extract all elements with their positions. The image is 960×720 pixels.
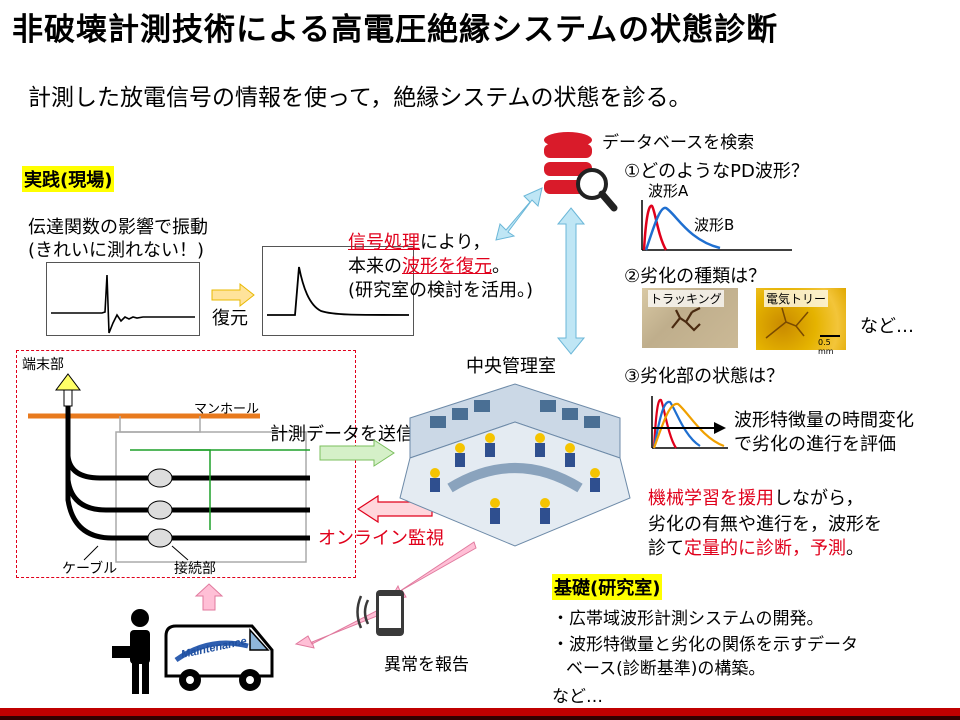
restore-post: 。 bbox=[492, 256, 510, 277]
signal-processing-text: により， bbox=[420, 232, 491, 253]
restore-label: 復元 bbox=[212, 308, 248, 329]
page-subtitle: 計測した放電信号の情報を使って，絶縁システムの状態を診る。 bbox=[28, 85, 692, 111]
basic-item-1: ・広帯域波形計測システムの開発。 bbox=[552, 609, 824, 629]
restored-waveform-line bbox=[267, 266, 410, 316]
feature-blue-curve bbox=[652, 400, 701, 449]
tracking-photo: トラッキング bbox=[642, 288, 738, 348]
practice-label: 実践(現場) bbox=[22, 166, 115, 192]
ml-keyword: 機械学習を援用 bbox=[648, 488, 774, 509]
joint-label: 接続部 bbox=[174, 561, 216, 577]
ml-line-1-post: しながら， bbox=[774, 488, 864, 509]
feature-text-1: 波形特徴量の時間変化 bbox=[734, 410, 914, 431]
manhole-label: マンホール bbox=[194, 402, 260, 417]
control-room-illustration bbox=[399, 383, 631, 547]
wave-a-label: 波形A bbox=[648, 182, 689, 200]
terminal-icon bbox=[55, 373, 81, 391]
wave-b-label: 波形B bbox=[694, 216, 735, 234]
ml-line-3-keyword: 定量的に診断，予測 bbox=[684, 538, 846, 559]
vibration-text-1: 伝達関数の影響で振動 bbox=[28, 217, 208, 238]
signal-processing-keyword: 信号処理 bbox=[348, 232, 420, 253]
feature-waveform-chart bbox=[651, 396, 728, 449]
online-monitor-label: オンライン監視 bbox=[318, 528, 444, 549]
raw-waveform-plot bbox=[51, 274, 195, 334]
question-3: ③劣化部の状態は？ bbox=[624, 366, 785, 387]
signal-processing-line-3: (研究室の検討を活用。) bbox=[348, 280, 534, 301]
tree-pattern bbox=[765, 307, 840, 339]
field-box bbox=[16, 350, 356, 578]
electrical-tree-photo: 電気トリー 0.5 mm bbox=[756, 288, 846, 356]
worker-icon bbox=[112, 609, 150, 694]
restore-pre: 本来の bbox=[348, 256, 402, 277]
tracking-label: トラッキング bbox=[648, 290, 724, 307]
signal-processing-line-2: 本来の波形を復元。 bbox=[348, 252, 510, 278]
maintenance-van-icon: Maintenance bbox=[164, 624, 274, 691]
page-title: 非破壊計測技術による高電圧絶縁システムの状態診断 bbox=[12, 12, 779, 48]
joint-1 bbox=[147, 468, 173, 488]
raw-waveform-line bbox=[51, 274, 195, 334]
report-label: 異常を報告 bbox=[384, 655, 469, 675]
feature-text-2: で劣化の進行を評価 bbox=[734, 434, 896, 455]
ml-line-1: 機械学習を援用しながら， bbox=[648, 484, 863, 510]
joint-3 bbox=[147, 528, 173, 548]
wave-a-curve bbox=[642, 204, 668, 251]
operators bbox=[430, 433, 600, 524]
database-search-icon bbox=[544, 132, 618, 212]
vibration-text-2: (きれいに測れない！) bbox=[28, 240, 205, 261]
basic-item-2-line-1: ・波形特徴量と劣化の関係を示すデータ bbox=[552, 635, 858, 655]
basic-etc: など… bbox=[552, 687, 603, 707]
cable-label: ケーブル bbox=[62, 561, 118, 577]
tracking-pattern bbox=[671, 307, 701, 332]
etc-label-top: など… bbox=[860, 316, 914, 337]
wave-b-curve bbox=[644, 206, 721, 251]
basic-label: 基礎(研究室) bbox=[552, 574, 663, 600]
restored-waveform-panel bbox=[262, 246, 414, 336]
question-1: ①どのようなPD波形？ bbox=[624, 161, 809, 182]
send-data-arrow bbox=[319, 439, 395, 467]
pd-waveform-chart bbox=[641, 200, 792, 251]
terminal-label: 端末部 bbox=[22, 357, 64, 373]
raw-waveform-panel bbox=[46, 262, 200, 336]
send-data-label: 計測データを送信 bbox=[270, 424, 414, 445]
restore-keyword: 波形を復元 bbox=[402, 256, 492, 277]
bottom-bar-shadow bbox=[0, 716, 960, 720]
cable-diagram bbox=[28, 373, 310, 563]
restored-waveform-plot bbox=[267, 266, 410, 316]
ml-line-3-post: 。 bbox=[846, 538, 864, 559]
smartphone-vibrate-icon bbox=[356, 590, 404, 636]
ml-line-2: 劣化の有無や進行を，波形を bbox=[648, 514, 882, 535]
basic-item-2-line-2: ベース(診断基準)の構築。 bbox=[566, 659, 766, 679]
question-2: ②劣化の種類は？ bbox=[624, 266, 767, 287]
field-up-arrow bbox=[194, 583, 224, 611]
tree-label: 電気トリー bbox=[764, 290, 829, 307]
signal-processing-line-1: 信号処理により， bbox=[348, 228, 490, 254]
joint-2 bbox=[147, 500, 173, 520]
restore-arrow bbox=[211, 282, 255, 308]
scale-label: 0.5 mm bbox=[818, 338, 834, 356]
cable-3 bbox=[65, 406, 310, 541]
control-room-label: 中央管理室 bbox=[466, 356, 556, 377]
db-control-arrow bbox=[556, 207, 586, 355]
db-link-arrow bbox=[495, 187, 543, 241]
ml-line-3-pre: 診て bbox=[648, 538, 684, 559]
feature-red-curve bbox=[652, 398, 677, 449]
ml-line-3: 診て定量的に診断，予測。 bbox=[648, 534, 864, 560]
database-search-label: データベースを検索 bbox=[602, 133, 755, 153]
feature-orange-curve bbox=[652, 402, 725, 449]
